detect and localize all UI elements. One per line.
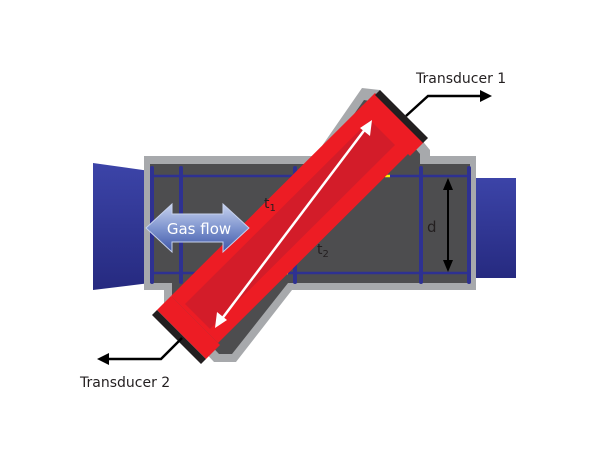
t2-label: t2 <box>317 242 329 260</box>
transducer-1-label: Transducer 1 <box>415 71 506 87</box>
transducer-2-face <box>152 310 206 364</box>
bent-arrow-icon <box>405 94 484 117</box>
diameter-label: d <box>427 218 437 236</box>
outlet-flange <box>470 178 516 278</box>
inlet-flange <box>93 163 150 290</box>
transducer-1-pointer <box>405 90 492 117</box>
t1-label: t1 <box>264 196 276 214</box>
sound-path-arrow <box>215 120 372 328</box>
transducer-2-cap <box>157 296 220 359</box>
bent-arrow-icon <box>106 337 183 361</box>
ultrasonic-beam-core <box>185 120 395 329</box>
transducer-2-pointer <box>97 337 183 365</box>
double-headed-arrow-icon <box>145 202 250 254</box>
transducer-1-cap <box>361 93 424 156</box>
gas-flow-label: Gas flow <box>167 220 231 238</box>
diameter-indicator: d <box>427 178 453 272</box>
gas-flow-arrow: Gas flow <box>145 202 250 254</box>
transducer-1-face <box>375 90 428 143</box>
transducer-2-label: Transducer 2 <box>79 375 170 391</box>
